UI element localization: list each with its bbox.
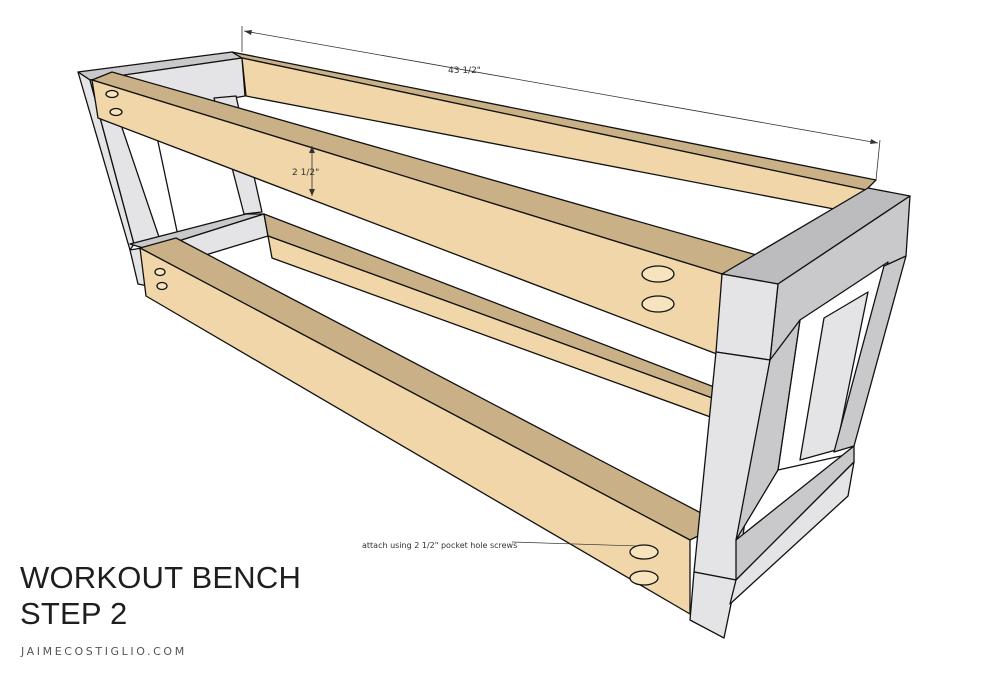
callout-leader: [511, 541, 639, 547]
pocket-hole-right-top-2: [641, 295, 675, 313]
pocket-hole-right-top-1: [641, 265, 675, 283]
title-line-2: STEP 2: [20, 596, 128, 631]
length-dimension-label: 43 1/2": [448, 66, 481, 76]
pocket-hole-right-bottom-1: [629, 544, 659, 560]
gap-dimension: [309, 146, 315, 196]
right-frame-post-upper: [715, 273, 779, 361]
back-bottom-rail: [263, 213, 801, 449]
website-label: JAIMECOSTIGLIO.COM: [21, 645, 187, 658]
pocket-hole-left-top-2: [109, 107, 123, 117]
right-end-frame: [689, 187, 911, 639]
length-dimension: [241, 26, 881, 181]
gap-dimension-label: 2 1/2": [292, 168, 319, 178]
title-line-1: WORKOUT BENCH: [20, 560, 302, 595]
right-frame-bottom-face: [729, 461, 855, 605]
front-top-rail: [91, 71, 761, 357]
right-frame-leg-side: [735, 319, 801, 541]
callout-label: attach using 2 1/2" pocket hole screws: [362, 541, 517, 550]
pocket-hole-left-top-1: [105, 89, 119, 99]
pocket-hole-left-bottom-2: [156, 281, 168, 291]
diagram-title: WORKOUT BENCH STEP 2: [20, 560, 301, 632]
right-frame-foot: [689, 571, 737, 639]
pocket-hole-left-bottom-1: [154, 267, 166, 277]
pocket-hole-right-bottom-2: [629, 570, 659, 586]
